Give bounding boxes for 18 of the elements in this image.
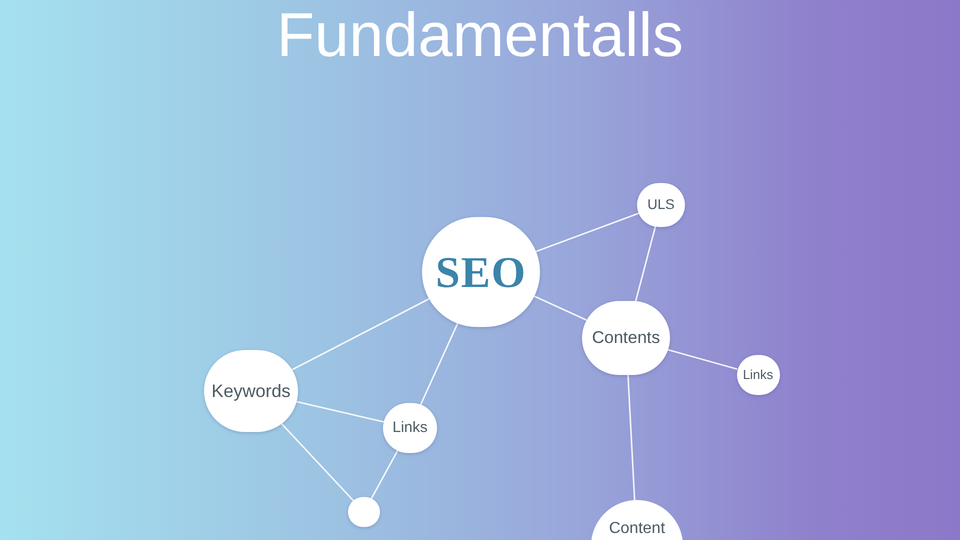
connector-line	[420, 322, 459, 406]
connector-line	[291, 298, 430, 371]
connector-line	[536, 212, 640, 252]
node-label: ULS	[647, 196, 675, 214]
node-label: Keywords	[211, 380, 291, 402]
connector-line	[280, 422, 354, 502]
node-label: SEO	[435, 246, 527, 298]
connector-line	[534, 295, 588, 322]
connector-line	[634, 226, 656, 302]
node-label: Content	[608, 521, 666, 537]
node-label: Links	[742, 366, 774, 384]
connector-line	[668, 348, 738, 370]
node-label: Contents	[592, 327, 660, 349]
node-label: Links	[392, 418, 428, 438]
connector-line	[370, 450, 398, 500]
connector-line	[296, 400, 384, 423]
diagram-title: Fundamentalls	[276, 5, 684, 67]
connector-line	[627, 374, 636, 500]
